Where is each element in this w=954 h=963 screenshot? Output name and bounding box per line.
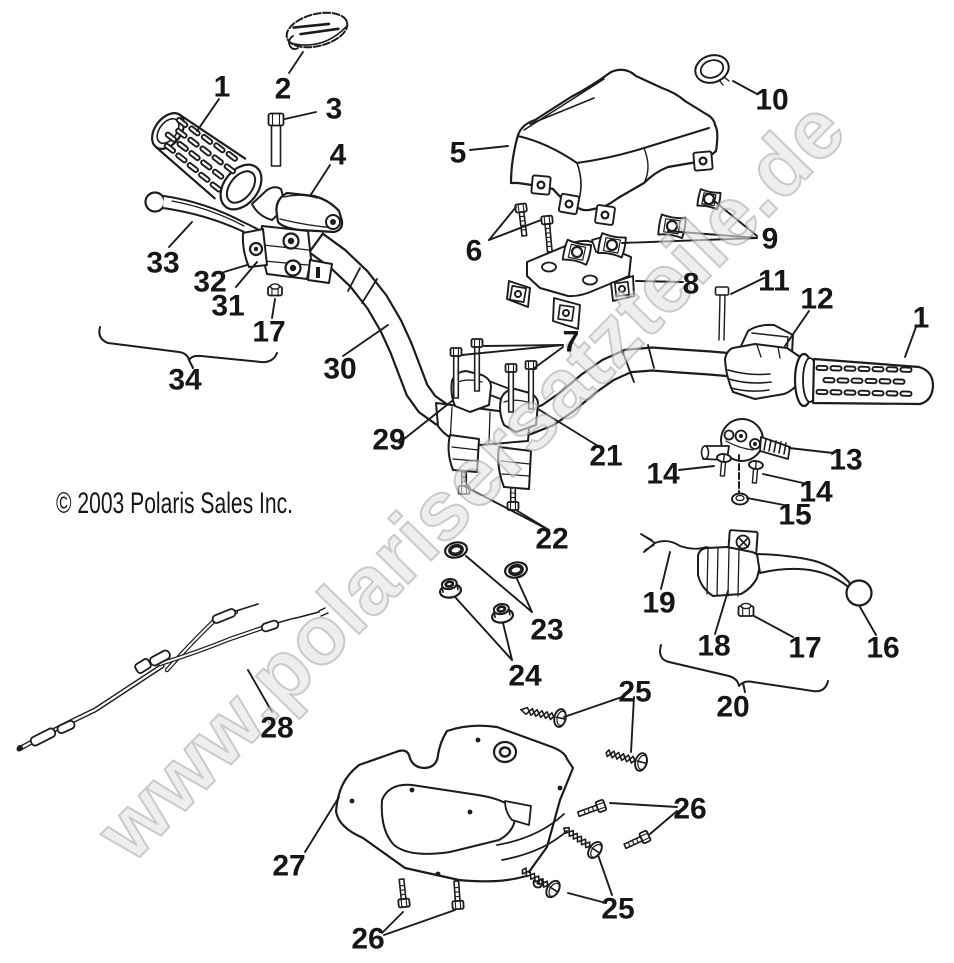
svg-text:15: 15 [778,499,811,532]
svg-text:14: 14 [799,476,833,509]
svg-text:1: 1 [913,302,930,335]
svg-text:33: 33 [146,247,179,280]
svg-text:8: 8 [683,268,700,301]
svg-text:17: 17 [252,316,285,349]
svg-text:16: 16 [866,632,899,665]
svg-text:26: 26 [351,923,384,956]
svg-text:19: 19 [642,587,675,620]
svg-text:14: 14 [646,458,680,491]
svg-text:20: 20 [716,691,749,724]
svg-text:32: 32 [193,266,226,299]
svg-text:25: 25 [618,676,651,709]
svg-text:3: 3 [326,93,343,126]
svg-text:18: 18 [697,630,730,663]
svg-text:34: 34 [168,364,202,397]
svg-text:28: 28 [260,712,293,745]
svg-text:30: 30 [323,353,356,386]
svg-text:4: 4 [330,139,347,172]
svg-text:2: 2 [275,73,292,106]
svg-text:11: 11 [758,265,790,298]
svg-text:23: 23 [530,614,563,647]
svg-text:31: 31 [211,290,244,323]
svg-text:24: 24 [508,660,542,693]
svg-text:25: 25 [601,893,634,926]
svg-text:5: 5 [450,137,467,170]
svg-text:17: 17 [788,632,821,665]
svg-text:9: 9 [762,223,779,256]
svg-text:1: 1 [214,71,231,104]
svg-text:21: 21 [589,440,622,473]
svg-text:29: 29 [372,424,405,457]
svg-text:26: 26 [673,793,706,826]
svg-text:12: 12 [800,283,833,316]
svg-text:10: 10 [755,84,788,117]
svg-text:6: 6 [466,235,483,268]
svg-text:22: 22 [535,523,568,556]
svg-text:7: 7 [563,326,580,359]
svg-text:© 2003 Polaris Sales Inc.: © 2003 Polaris Sales Inc. [56,487,293,520]
svg-text:27: 27 [272,850,305,883]
svg-text:13: 13 [829,444,862,477]
